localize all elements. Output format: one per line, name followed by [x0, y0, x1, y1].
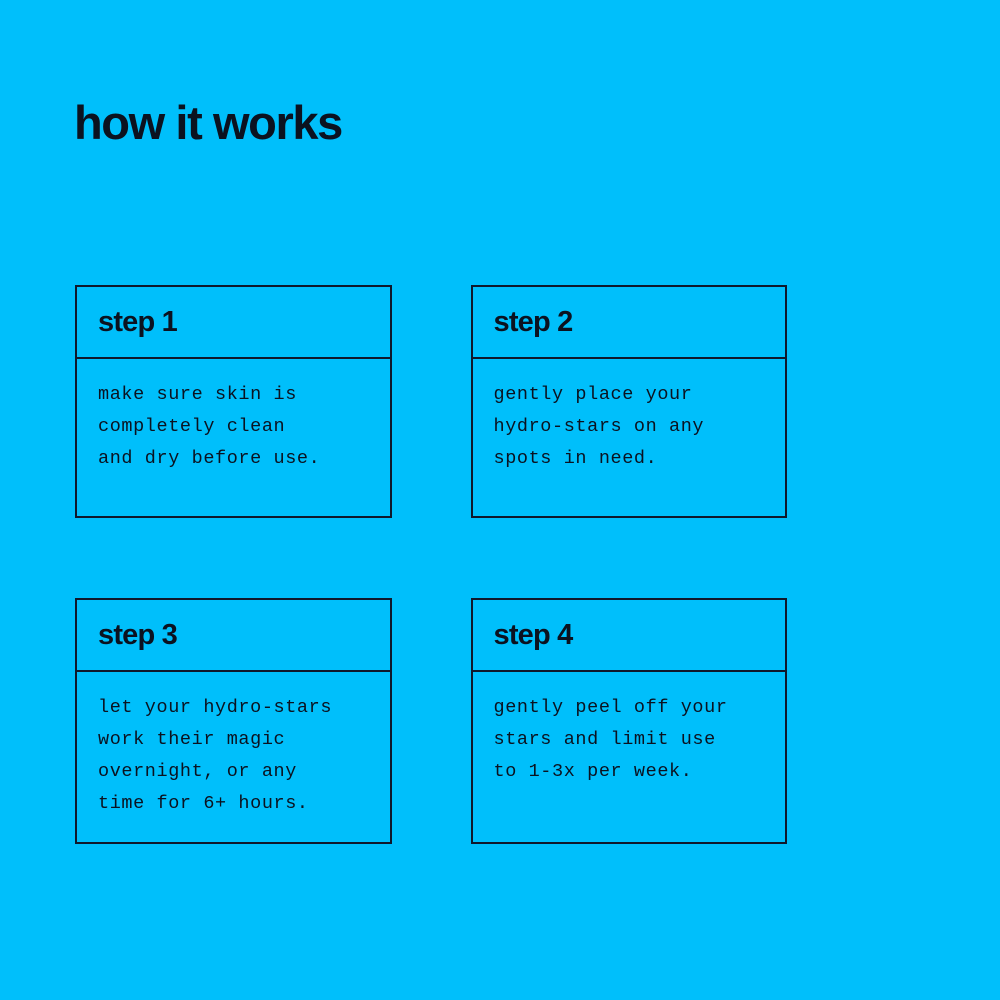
- step-card-1-header: step 1: [77, 287, 390, 359]
- step-card-2-label: step 2: [493, 305, 574, 338]
- step-card-1-label: step 1: [98, 305, 178, 338]
- step-card-4: step 4 gently peel off your stars and li…: [470, 598, 787, 844]
- step-card-4-text: gently peel off your stars and limit use…: [493, 697, 728, 782]
- step-card-4-label: step 4: [493, 618, 574, 651]
- step-card-2: step 2 gently place your hydro-stars on …: [470, 285, 787, 518]
- step-card-4-body: gently peel off your stars and limit use…: [473, 672, 786, 842]
- step-card-3-text: let your hydro-stars work their magic ov…: [98, 697, 333, 814]
- steps-row-2: step 3 let your hydro-stars work their m…: [75, 598, 787, 844]
- step-card-1-text: make sure skin is completely clean and d…: [98, 384, 321, 469]
- page-title: how it works: [74, 96, 343, 149]
- step-card-3-header: step 3: [77, 600, 390, 672]
- step-card-4-header: step 4: [472, 600, 785, 672]
- steps-row-1: step 1 make sure skin is completely clea…: [75, 285, 787, 518]
- step-card-3-body: let your hydro-stars work their magic ov…: [77, 672, 390, 842]
- step-card-3: step 3 let your hydro-stars work their m…: [75, 598, 392, 844]
- step-card-1-body: make sure skin is completely clean and d…: [77, 359, 390, 516]
- step-card-2-header: step 2: [472, 287, 785, 359]
- steps-grid: step 1 make sure skin is completely clea…: [75, 285, 787, 844]
- step-card-3-label: step 3: [98, 618, 178, 651]
- step-card-2-text: gently place your hydro-stars on any spo…: [493, 384, 705, 469]
- step-card-2-body: gently place your hydro-stars on any spo…: [473, 359, 786, 516]
- step-card-1: step 1 make sure skin is completely clea…: [75, 285, 392, 518]
